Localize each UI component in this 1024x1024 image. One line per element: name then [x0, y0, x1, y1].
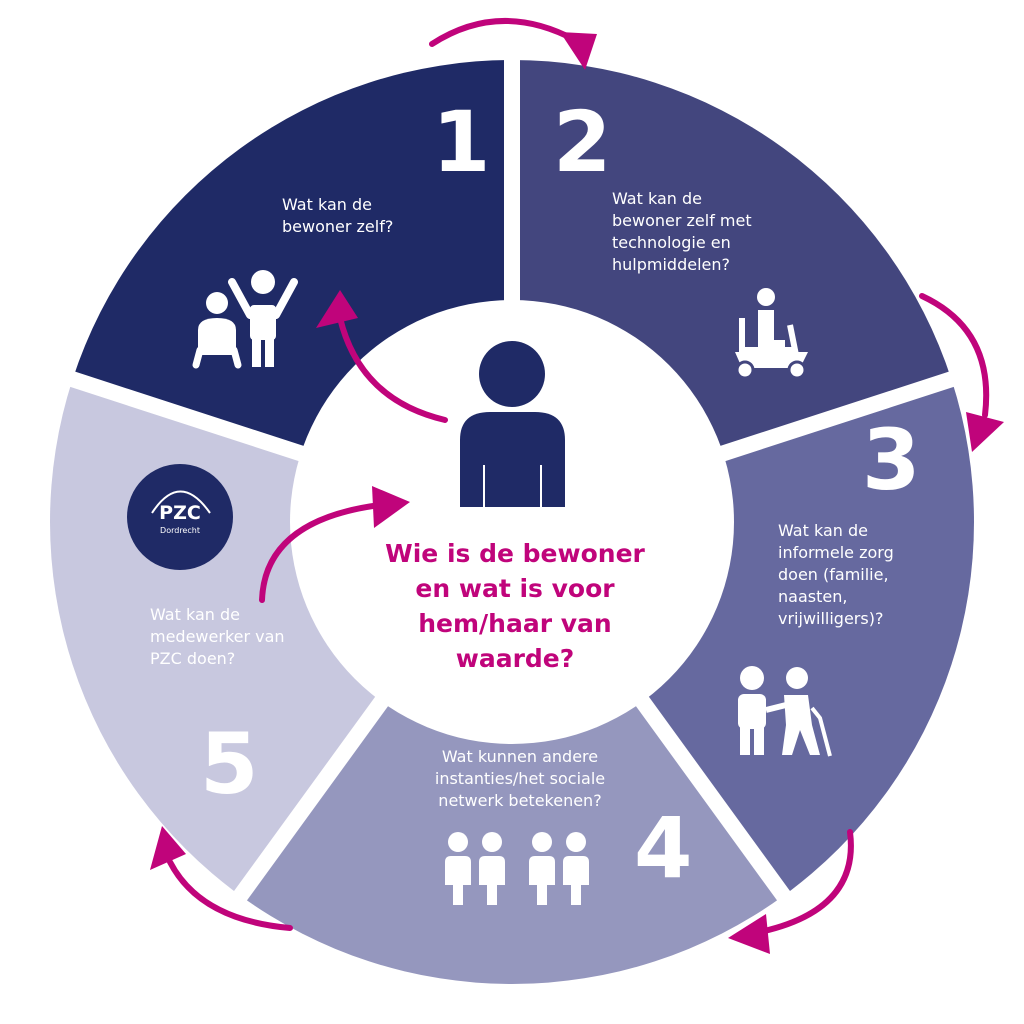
inner-arrow-from-5 — [259, 502, 383, 603]
segment-text-line: Wat kan de — [282, 195, 372, 214]
segment-2-number: 2 — [553, 93, 612, 191]
person-head-icon — [448, 832, 468, 852]
segment-text-line: instanties/het sociale — [434, 769, 606, 788]
segment-divider — [509, 368, 964, 530]
arrowhead-icon — [560, 32, 597, 70]
person-icon — [460, 341, 565, 507]
segment-3-text: Wat kan de informele zorg doen (familie, na… — [778, 520, 894, 630]
segment-4-text: Wat kunnen andere instanties/het sociale n… — [395, 746, 645, 812]
segment-text-line: medewerker van — [150, 627, 285, 646]
segment-text-line: bewoner zelf? — [282, 217, 394, 236]
svg-text:PZC: PZC — [159, 502, 201, 524]
segment-text-line: PZC doen? — [150, 649, 236, 668]
person-head-icon — [532, 832, 552, 852]
person-body-icon — [563, 856, 589, 905]
segment-4-number: 4 — [634, 799, 693, 897]
center-question-line: waarde? — [455, 644, 575, 673]
arrowhead-icon — [728, 914, 770, 954]
arrowhead-icon — [966, 412, 1004, 452]
segment-divider — [228, 517, 519, 909]
cycle-arrow-1-2 — [429, 17, 578, 47]
segment-1-text: Wat kan de bewoner zelf? — [282, 194, 393, 238]
cycle-arrow-3-4 — [757, 829, 854, 935]
person-body-icon — [529, 856, 555, 905]
segment-1-number: 1 — [432, 93, 491, 191]
segment-3-number: 3 — [862, 411, 921, 509]
segment-text-line: Wat kan de — [778, 521, 868, 540]
person-head-icon — [482, 832, 502, 852]
arrowhead-icon — [372, 486, 410, 528]
segment-text-line: netwerk betekenen? — [438, 791, 602, 810]
segment-text-line: vrijwilligers)? — [778, 609, 884, 628]
svg-text:Dordrecht: Dordrecht — [160, 526, 200, 535]
center-question-line: hem/haar van — [418, 609, 612, 638]
segment-text-line: bewoner zelf met — [612, 211, 752, 230]
segment-text-line: Wat kan de — [150, 605, 240, 624]
center-question-line: en wat is voor — [415, 574, 615, 603]
segment-text-line: technologie en — [612, 233, 731, 252]
inner-arrow-to-1 — [337, 315, 448, 423]
caregiver-elderly-icon — [738, 666, 832, 757]
segment-text-line: informele zorg — [778, 543, 894, 562]
arrowhead-icon — [150, 826, 186, 870]
segment-4 — [240, 522, 784, 985]
cycle-arrow-4-5 — [167, 859, 293, 931]
segment-text-line: hulpmiddelen? — [612, 255, 730, 274]
pzc-logo: PZC Dordrecht — [127, 464, 233, 570]
segment-text-line: doen (familie, — [778, 565, 889, 584]
person-body-icon — [479, 856, 505, 905]
segment-text-line: naasten, — [778, 587, 848, 606]
child-and-adult-icon — [192, 270, 298, 369]
person-body-icon — [445, 856, 471, 905]
cycle-arrow-2-3 — [919, 293, 990, 418]
center-question-line: Wie is de bewoner — [385, 539, 645, 568]
segment-text-line: Wat kan de — [612, 189, 702, 208]
mobility-scooter-icon — [735, 288, 808, 380]
segment-text-line: Wat kunnen andere — [441, 747, 599, 766]
group-people-icon — [445, 832, 589, 905]
arrowhead-icon — [316, 290, 358, 328]
segment-2-text: Wat kan de bewoner zelf met technologie en… — [612, 188, 752, 276]
segment-5-number: 5 — [200, 715, 259, 813]
person-head-icon — [566, 832, 586, 852]
segment-divider — [505, 517, 796, 909]
segment-divider — [60, 368, 515, 530]
center-question: Wie is de bewoner en wat is voor hem/haar … — [330, 536, 700, 676]
